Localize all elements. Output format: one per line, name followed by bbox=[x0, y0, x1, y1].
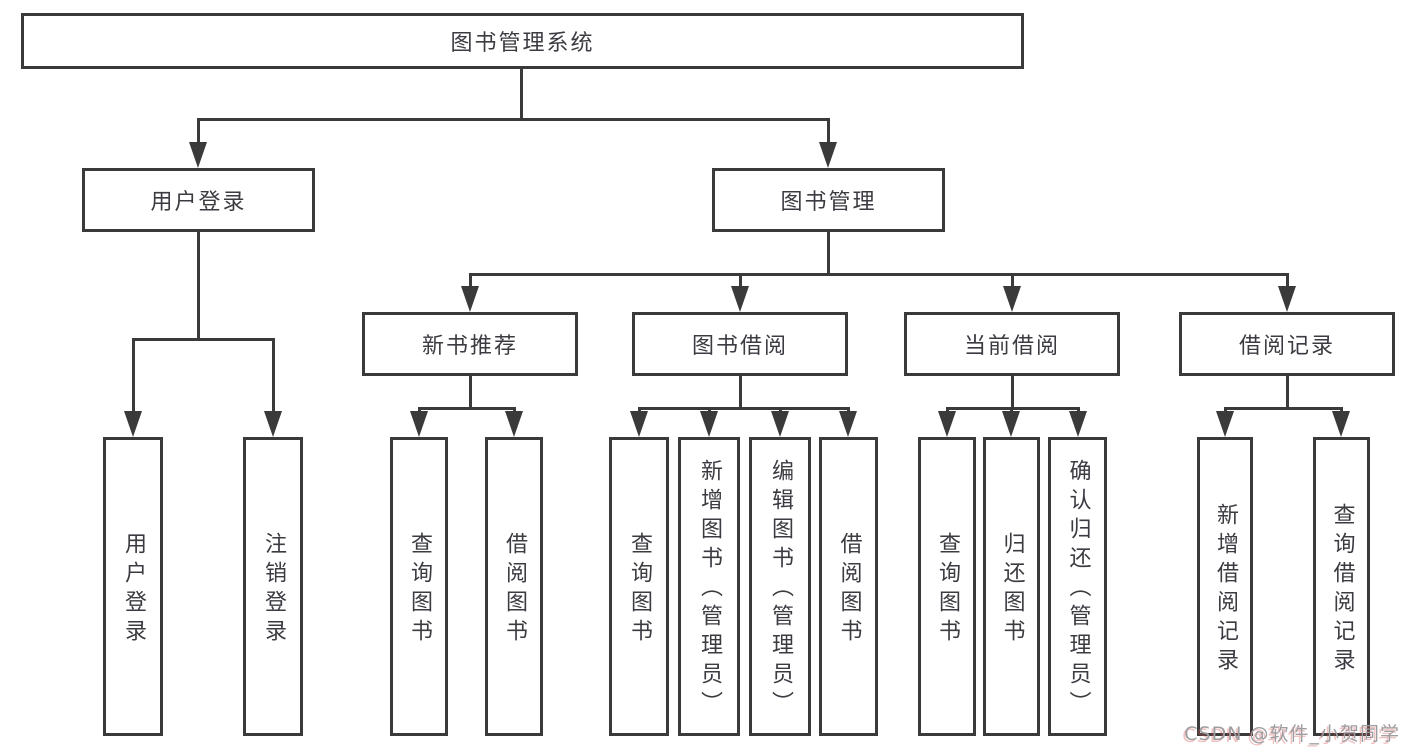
connector-line bbox=[1224, 407, 1343, 410]
connector-line bbox=[197, 230, 200, 341]
connector-line bbox=[272, 338, 275, 415]
arrowhead-down-icon bbox=[410, 411, 428, 437]
arrowhead-down-icon bbox=[189, 142, 207, 168]
connector-line bbox=[1011, 273, 1014, 290]
arrowhead-down-icon bbox=[731, 286, 749, 312]
connector-line bbox=[638, 407, 850, 410]
arrowhead-down-icon bbox=[630, 411, 648, 437]
connector-line bbox=[469, 374, 472, 410]
node-book-borrow: 图书借阅 bbox=[632, 312, 848, 376]
leaf-return-book: 归还图书 bbox=[983, 437, 1040, 736]
arrowhead-down-icon bbox=[124, 411, 142, 437]
connector-line bbox=[469, 273, 472, 290]
arrowhead-down-icon bbox=[839, 411, 857, 437]
connector-line bbox=[1286, 273, 1289, 290]
leaf-query-book-recommend: 查询图书 bbox=[390, 437, 448, 736]
arrowhead-down-icon bbox=[1332, 411, 1350, 437]
arrowhead-down-icon bbox=[1069, 411, 1087, 437]
arrowhead-down-icon bbox=[505, 411, 523, 437]
arrowhead-down-icon bbox=[1216, 411, 1234, 437]
arrowhead-down-icon bbox=[771, 411, 789, 437]
connector-line bbox=[1011, 374, 1014, 410]
leaf-query-book-borrow: 查询图书 bbox=[609, 437, 669, 736]
node-new-book-recommend: 新书推荐 bbox=[362, 312, 578, 376]
connector-line bbox=[520, 66, 523, 121]
leaf-edit-book-admin: 编辑图书（管理员） bbox=[749, 437, 811, 736]
leaf-query-borrow-record: 查询借阅记录 bbox=[1313, 437, 1370, 736]
arrowhead-down-icon bbox=[1002, 411, 1020, 437]
csdn-watermark: CSDN @软件_小贺同学 bbox=[1184, 723, 1400, 745]
connector-line bbox=[827, 118, 830, 146]
connector-line bbox=[132, 338, 275, 341]
connector-line bbox=[132, 338, 135, 415]
arrowhead-down-icon bbox=[1278, 286, 1296, 312]
leaf-add-book-admin: 新增图书（管理员） bbox=[678, 437, 740, 736]
node-root-library-system: 图书管理系统 bbox=[21, 13, 1024, 69]
connector-line bbox=[197, 118, 830, 121]
leaf-query-book-current: 查询图书 bbox=[918, 437, 976, 736]
leaf-borrow-book-recommend: 借阅图书 bbox=[485, 437, 543, 736]
connector-line bbox=[827, 230, 830, 276]
connector-line bbox=[739, 374, 742, 410]
arrowhead-down-icon bbox=[461, 286, 479, 312]
connector-line bbox=[418, 407, 516, 410]
node-borrow-record: 借阅记录 bbox=[1179, 312, 1395, 376]
node-current-borrow: 当前借阅 bbox=[904, 312, 1120, 376]
arrowhead-down-icon bbox=[700, 411, 718, 437]
connector-line bbox=[946, 407, 1080, 410]
arrowhead-down-icon bbox=[264, 411, 282, 437]
connector-line bbox=[197, 118, 200, 146]
arrowhead-down-icon bbox=[1003, 286, 1021, 312]
connector-line bbox=[739, 273, 742, 290]
leaf-add-borrow-record: 新增借阅记录 bbox=[1197, 437, 1253, 736]
node-user-login: 用户登录 bbox=[82, 168, 315, 232]
leaf-user-login: 用户登录 bbox=[103, 437, 163, 736]
leaf-confirm-return-admin: 确认归还（管理员） bbox=[1048, 437, 1107, 736]
leaf-borrow-book: 借阅图书 bbox=[819, 437, 878, 736]
node-book-management: 图书管理 bbox=[712, 168, 945, 232]
arrowhead-down-icon bbox=[938, 411, 956, 437]
connector-line bbox=[1286, 374, 1289, 410]
arrowhead-down-icon bbox=[819, 142, 837, 168]
connector-line bbox=[469, 273, 1289, 276]
leaf-logout-login: 注销登录 bbox=[243, 437, 303, 736]
